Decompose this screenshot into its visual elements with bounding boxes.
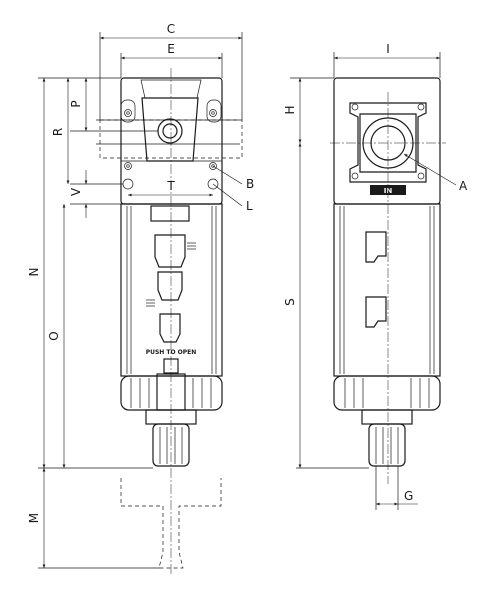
front-level-ticks [146,242,196,307]
dim-E-label: E [167,42,175,56]
dim-P-label: P [69,100,83,107]
front-view: PUSH TO OPEN [96,68,243,574]
drain-extension-outline [120,478,222,569]
side-drain-knurl [375,427,399,464]
front-bolts [122,109,219,190]
front-port-outer [157,118,183,144]
side-port-plate [359,113,417,173]
callout-B-label: B [246,177,254,191]
side-port-flange [349,102,427,183]
side-body-ribs [339,206,435,374]
front-sight-2 [157,271,183,301]
side-view: IN [330,77,446,484]
side-drain [368,423,406,467]
front-slot-left [120,99,136,123]
front-dimensions: C E P R V T N O M B [27,22,254,569]
side-bolts [351,103,425,180]
callout-L-label: L [246,199,253,213]
front-drain-knurl [159,427,183,464]
dim-H-label: H [283,105,297,114]
front-ring-knurl [130,378,212,408]
front-sight-3 [159,313,181,343]
front-sight-1 [154,234,186,268]
front-slot-right [206,99,222,123]
side-stem [361,409,413,425]
side-bowl-ring [333,375,441,411]
side-dimensions: I H S A G [283,42,468,510]
dim-N-label: N [27,268,41,277]
front-port-inner [162,123,178,139]
callout-A-label: A [459,179,468,193]
front-recess [141,97,199,162]
side-window-2 [365,296,387,328]
dim-R-label: R [51,128,65,136]
front-window [150,205,190,222]
side-body [333,203,441,377]
dim-C-label: C [167,22,175,36]
dim-V-label: V [69,187,83,196]
dim-T-label: T [166,179,175,193]
front-body-ribs [126,206,217,374]
front-bowl-ring [120,375,223,411]
dim-I-label: I [386,42,390,56]
dim-M-label: M [27,513,41,523]
dim-S-label: S [283,298,297,306]
side-ring-knurl [344,378,430,408]
side-window-1 [365,231,387,263]
dim-O-label: O [47,331,61,340]
dim-G-label: G [404,489,413,503]
